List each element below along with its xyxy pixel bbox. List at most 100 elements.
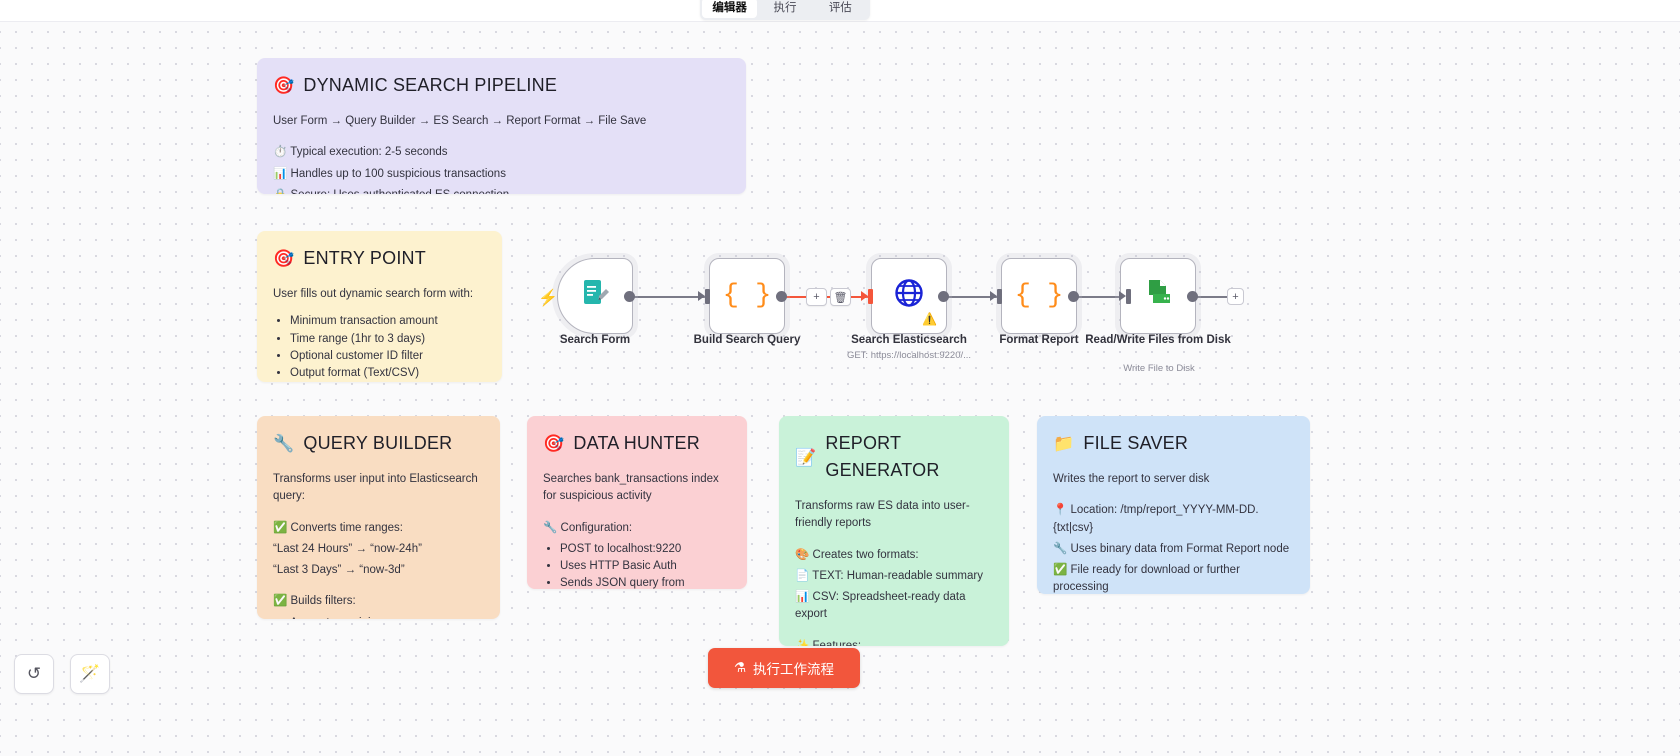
sticky-note-file-saver[interactable]: 📁 FILE SAVER Writes the report to server… — [1037, 416, 1310, 594]
saver-line-3: ✅ File ready for download or further pro… — [1053, 564, 1240, 594]
hunter-bullet-list: POST to localhost:9220 Uses HTTP Basic A… — [543, 541, 731, 589]
list-item: POST to localhost:9220 — [560, 541, 731, 558]
output-dot-search-elasticsearch[interactable] — [938, 291, 949, 302]
input-arrow-read-write-files — [1119, 291, 1126, 301]
note-title: REPORT GENERATOR — [825, 433, 940, 480]
query-section-2: ✅ Builds filters: — [273, 595, 356, 608]
execute-workflow-label: 执行工作流程 — [753, 662, 835, 677]
node-subtitle-read-write-files: Write File to Disk — [1123, 363, 1195, 374]
sticky-note-entry-point[interactable]: 🎯 ENTRY POINT User fills out dynamic sea… — [257, 231, 502, 382]
query-intro: Transforms user input into Elasticsearch… — [273, 473, 478, 503]
connection-es-to-format[interactable] — [944, 296, 1002, 298]
output-dot-format-report[interactable] — [1068, 291, 1079, 302]
output-dot-search-form[interactable] — [624, 291, 635, 302]
add-node-end-button[interactable]: + — [1227, 288, 1244, 305]
flask-icon: ⚗ — [733, 660, 747, 675]
note-title: QUERY BUILDER — [303, 433, 453, 453]
list-item: Optional customer ID filter — [290, 348, 486, 365]
list-item: Minimum transaction amount — [290, 313, 486, 330]
input-bar-format-report[interactable] — [997, 289, 1002, 304]
delete-connection-button[interactable]: 🗑 — [830, 288, 851, 306]
input-bar-search-elasticsearch[interactable] — [868, 289, 873, 304]
sticky-note-data-hunter[interactable]: 🎯 DATA HUNTER Searches bank_transactions… — [527, 416, 747, 589]
saver-intro: Writes the report to server disk — [1053, 473, 1210, 485]
node-search-form[interactable] — [557, 258, 633, 334]
input-arrow-format-report — [990, 291, 997, 301]
target-icon: 🎯 — [273, 76, 295, 95]
pipeline-flow-text: User Form → Query Builder → ES Search → … — [273, 115, 647, 127]
add-node-on-connection-button[interactable]: + — [806, 288, 827, 306]
note-title: FILE SAVER — [1083, 433, 1189, 453]
saver-line-1: 📍 Location: /tmp/report_YYYY-MM-DD.{txt|… — [1053, 504, 1259, 534]
note-title-row: 🎯 DYNAMIC SEARCH PIPELINE — [273, 72, 730, 99]
report-line-1: 📄 TEXT: Human-readable summary — [795, 569, 983, 582]
node-label-read-write-files: Read/Write Files from Disk — [1085, 334, 1231, 346]
note-title-row: 📝 REPORT GENERATOR — [795, 430, 993, 484]
globe-icon — [893, 277, 925, 315]
query-line-1: “Last 24 Hours” → “now-24h” — [273, 542, 422, 555]
list-item: Sends JSON query from previous node — [560, 575, 731, 589]
target-icon: 🎯 — [273, 249, 295, 268]
node-label-build-search-query: Build Search Query — [693, 334, 801, 346]
note-title: DATA HUNTER — [573, 433, 700, 453]
report-section-2: ✨ Features: — [795, 639, 862, 647]
saver-line-2: 🔧 Uses binary data from Format Report no… — [1053, 542, 1290, 555]
undo-button[interactable]: ↺ — [14, 654, 54, 694]
hunter-section-1: 🔧 Configuration: — [543, 521, 633, 534]
entry-intro: User fills out dynamic search form with: — [273, 288, 474, 300]
target-icon: 🎯 — [543, 434, 565, 453]
note-title: DYNAMIC SEARCH PIPELINE — [303, 75, 558, 95]
note-title-row: 📁 FILE SAVER — [1053, 430, 1294, 457]
pipeline-bullet-2: 📊 Handles up to 100 suspicious transacti… — [273, 167, 506, 180]
node-label-search-elasticsearch: Search Elasticsearch — [851, 334, 967, 346]
node-format-report[interactable]: { } — [1001, 258, 1077, 334]
list-item: Uses HTTP Basic Auth — [560, 558, 731, 575]
code-braces-icon: { } — [722, 280, 772, 311]
list-item: Time range (1hr to 3 days) — [290, 331, 486, 348]
query-line-2: “Last 3 Days” → “now-3d” — [273, 564, 405, 576]
warning-triangle-icon[interactable]: ⚠️ — [922, 312, 937, 326]
report-section-1: 🎨 Creates two formats: — [795, 548, 919, 561]
note-title-row: 🎯 ENTRY POINT — [273, 245, 486, 272]
output-dot-build-search-query[interactable] — [776, 291, 787, 302]
execute-workflow-button[interactable]: ⚗ 执行工作流程 — [708, 648, 860, 688]
query-section-1: ✅ Converts time ranges: — [273, 521, 404, 534]
tab-editor[interactable]: 编辑器 — [702, 0, 758, 18]
entry-bullet-list: Minimum transaction amount Time range (1… — [273, 313, 486, 382]
folder-icon: 📁 — [1053, 434, 1075, 453]
wrench-icon: 🔧 — [273, 434, 295, 453]
node-read-write-files-from-disk[interactable] — [1120, 258, 1196, 334]
input-arrow-build-search-query — [698, 291, 705, 301]
list-item: Amount >= minimum — [290, 615, 484, 620]
sticky-note-pipeline[interactable]: 🎯 DYNAMIC SEARCH PIPELINE User Form → Qu… — [257, 58, 746, 194]
form-icon — [579, 277, 611, 315]
node-build-search-query[interactable]: { } — [709, 258, 785, 334]
report-line-2: 📊 CSV: Spreadsheet-ready data export — [795, 591, 966, 621]
node-subtitle-search-elasticsearch: GET: https://localhost:9220/... — [846, 350, 972, 361]
input-arrow-search-elasticsearch — [861, 291, 868, 301]
hunter-intro: Searches bank_transactions index for sus… — [543, 473, 719, 503]
connection-format-to-file[interactable] — [1076, 296, 1131, 298]
list-item: Output format (Text/CSV) — [290, 365, 486, 382]
sticky-note-report-generator[interactable]: 📝 REPORT GENERATOR Transforms raw ES dat… — [779, 416, 1009, 646]
note-title: ENTRY POINT — [303, 248, 426, 268]
node-label-search-form: Search Form — [559, 334, 631, 346]
input-bar-build-search-query[interactable] — [705, 289, 710, 304]
output-dot-read-write-files[interactable] — [1187, 291, 1198, 302]
note-title-row: 🔧 QUERY BUILDER — [273, 430, 484, 457]
connection-file-to-end[interactable] — [1194, 296, 1228, 298]
view-tabs[interactable]: 编辑器 执行 评估 — [700, 0, 870, 20]
file-disk-icon — [1142, 277, 1174, 315]
tab-executions[interactable]: 执行 — [773, 2, 797, 14]
code-braces-icon: { } — [1014, 280, 1064, 311]
report-intro: Transforms raw ES data into user-friendl… — [795, 500, 970, 530]
note-title-row: 🎯 DATA HUNTER — [543, 430, 731, 457]
pipeline-bullet-1: ⏱️ Typical execution: 2-5 seconds — [273, 146, 448, 159]
sticky-note-query-builder[interactable]: 🔧 QUERY BUILDER Transforms user input in… — [257, 416, 500, 619]
connection-form-to-query[interactable] — [630, 296, 712, 298]
pipeline-bullet-3: 🔒 Secure: Uses authenticated ES connecti… — [273, 187, 730, 194]
tidy-up-button[interactable]: 🪄 — [70, 654, 110, 694]
tab-evaluations[interactable]: 评估 — [828, 2, 852, 14]
input-bar-read-write-files[interactable] — [1126, 289, 1131, 304]
connection-query-to-es[interactable] — [782, 296, 874, 298]
